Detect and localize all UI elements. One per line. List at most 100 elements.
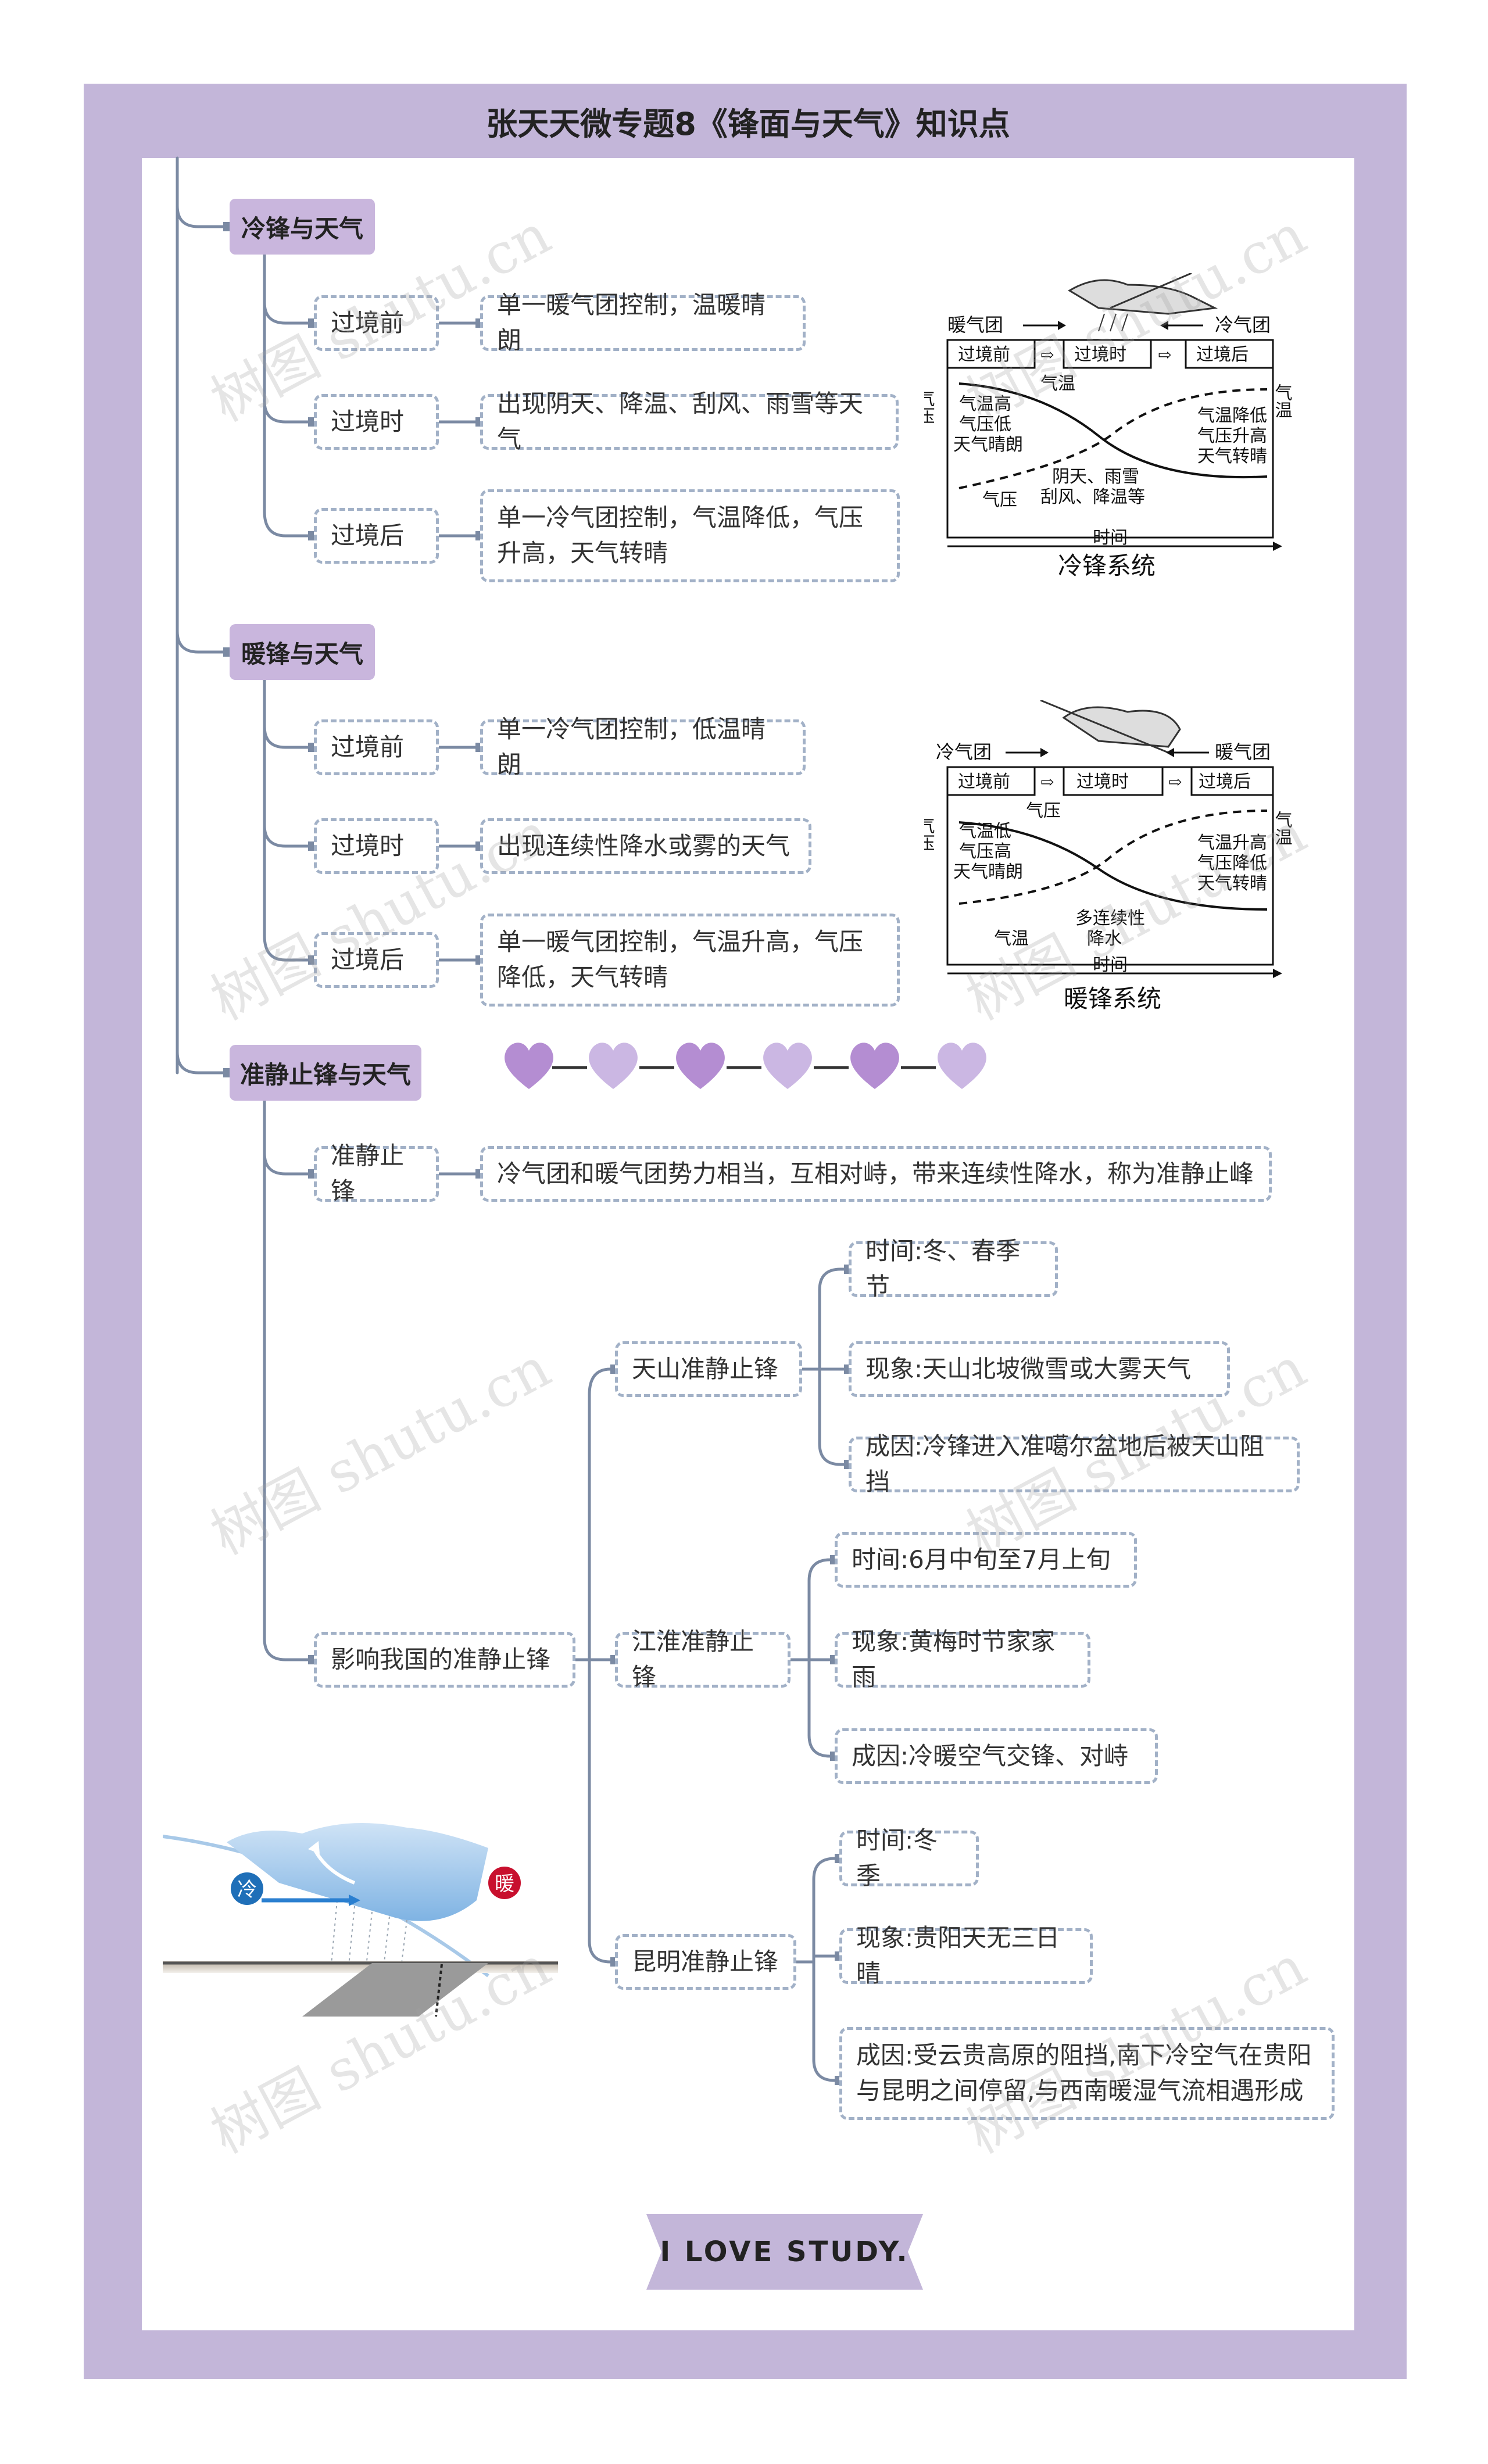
warm-desc-after[interactable]: 单一暖气团控制，气温升高，气压降低，天气转晴 bbox=[480, 914, 900, 1007]
influence-node[interactable]: 影响我国的准静止锋 bbox=[314, 1632, 575, 1688]
kunming-phenomenon-text: 现象:贵阳天无三日晴 bbox=[856, 1924, 1060, 1987]
front-kunming[interactable]: 昆明准静止锋 bbox=[615, 1934, 796, 1990]
tianshan-phenomenon[interactable]: 现象:天山北坡微雪或大雾天气 bbox=[849, 1341, 1230, 1397]
cold-stage-during-label: 过境时 bbox=[331, 407, 405, 436]
kunming-time[interactable]: 时间:冬季 bbox=[839, 1826, 979, 1890]
jianghuai-cause[interactable]: 成因:冷暖空气交锋、对峙 bbox=[835, 1728, 1158, 1784]
svg-text:⇨: ⇨ bbox=[1040, 345, 1054, 364]
jianghuai-time[interactable]: 时间:6月中旬至7月上旬 bbox=[835, 1532, 1137, 1588]
cold-right-1: 气温降低 bbox=[1197, 406, 1267, 426]
cold-right-3: 天气转晴 bbox=[1197, 446, 1267, 467]
section-cold-front-label: 冷锋与天气 bbox=[241, 214, 363, 243]
svg-text:⇨: ⇨ bbox=[1158, 345, 1171, 364]
section-warm-front-label: 暖锋与天气 bbox=[241, 639, 363, 668]
cold-desc-during[interactable]: 出现阴天、降温、刮风、雨雪等天气 bbox=[480, 389, 899, 453]
cold-diagram-pressure-curve: 气压 bbox=[982, 490, 1017, 510]
warm-stage-after-label: 过境后 bbox=[331, 945, 405, 974]
warm-desc-before-text: 单一冷气团控制，低温晴朗 bbox=[497, 715, 766, 779]
cold-left-1: 气温高 bbox=[959, 394, 1011, 414]
cold-diagram-stage-before: 过境前 bbox=[958, 345, 1010, 365]
warm-desc-before[interactable]: 单一冷气团控制，低温晴朗 bbox=[480, 715, 806, 779]
warm-left-2: 气压高 bbox=[959, 841, 1011, 862]
cold-mid-1: 阴天、雨雪 bbox=[1052, 467, 1139, 487]
warm-stage-during-label: 过境时 bbox=[331, 831, 405, 860]
warm-right-2: 气压降低 bbox=[1197, 853, 1267, 873]
warm-stage-before[interactable]: 过境前 bbox=[314, 719, 439, 775]
heart-icon bbox=[763, 1043, 812, 1089]
cold-diagram-temp-curve: 气温 bbox=[1040, 374, 1075, 394]
cold-right-2: 气压升高 bbox=[1197, 426, 1267, 446]
cold-desc-after[interactable]: 单一冷气团控制，气温降低，气压升高，天气转晴 bbox=[480, 489, 900, 582]
front-kunming-label: 昆明准静止锋 bbox=[632, 1947, 779, 1976]
tianshan-time-text: 时间:冬、春季节 bbox=[865, 1237, 1021, 1301]
tianshan-time[interactable]: 时间:冬、春季节 bbox=[849, 1237, 1058, 1301]
page-title: 张天天微专题8《锋面与天气》知识点 bbox=[486, 105, 1010, 142]
section-cold-front[interactable]: 冷锋与天气 bbox=[230, 199, 375, 255]
warm-diagram-pressure-curve: 气压 bbox=[1026, 801, 1061, 821]
front-illustration: 冷 暖 bbox=[163, 1823, 558, 2017]
warm-diagram-left-mass: 冷气团 bbox=[936, 741, 992, 763]
illustration-warm-label: 暖 bbox=[495, 1872, 514, 1896]
warm-right-1: 气温升高 bbox=[1197, 833, 1267, 853]
warm-front-diagram: 冷气团 暖气团 过境前 过境时 过境后 ⇨⇨ 气压 气温 气压 气温 气温低 气… bbox=[924, 700, 1293, 1013]
section-warm-front[interactable]: 暖锋与天气 bbox=[230, 624, 375, 680]
warm-diagram-time: 时间 bbox=[1093, 955, 1128, 975]
front-tianshan-label: 天山准静止锋 bbox=[632, 1354, 779, 1383]
warm-stage-before-label: 过境前 bbox=[331, 732, 405, 761]
jianghuai-cause-text: 成因:冷暖空气交锋、对峙 bbox=[852, 1741, 1129, 1770]
warm-right-3: 天气转晴 bbox=[1197, 873, 1267, 894]
influence-node-label: 影响我国的准静止锋 bbox=[331, 1645, 551, 1674]
cold-diagram-right-mass: 冷气团 bbox=[1215, 314, 1271, 336]
kunming-phenomenon[interactable]: 现象:贵阳天无三日晴 bbox=[839, 1924, 1093, 1987]
frame-right-bar bbox=[1354, 84, 1407, 2379]
stationary-definition[interactable]: 冷气团和暖气团势力相当，互相对峙，带来连续性降水，称为准静止峰 bbox=[480, 1146, 1272, 1202]
cold-front-diagram: 暖气团 冷气团 过境前 过境时 过境后 ⇨⇨ 气压 气温 气温 气压 气温高 气… bbox=[924, 273, 1293, 580]
warm-stage-during[interactable]: 过境时 bbox=[314, 818, 439, 874]
footer-tag: I LOVE STUDY. bbox=[646, 2214, 923, 2290]
front-tianshan[interactable]: 天山准静止锋 bbox=[615, 1341, 802, 1397]
tianshan-cause-text: 成因:冷锋进入准噶尔盆地后被天山阻挡 bbox=[865, 1432, 1265, 1496]
warm-desc-during[interactable]: 出现连续性降水或雾的天气 bbox=[480, 818, 811, 874]
warm-desc-during-text: 出现连续性降水或雾的天气 bbox=[497, 831, 791, 860]
heart-chain-decoration bbox=[505, 1043, 986, 1089]
cold-desc-before[interactable]: 单一暖气团控制，温暖晴朗 bbox=[480, 291, 806, 354]
stationary-definition-text: 冷气团和暖气团势力相当，互相对峙，带来连续性降水，称为准静止峰 bbox=[497, 1159, 1254, 1188]
frame-bottom-bar bbox=[84, 2330, 1407, 2379]
kunming-time-text: 时间:冬季 bbox=[856, 1826, 938, 1890]
cold-desc-after-text: 单一冷气团控制，气温降低，气压升高，天气转晴 bbox=[497, 503, 864, 567]
kunming-cause-text: 成因:受云贵高原的阻挡,南下冷空气在贵阳与昆明之间停留,与西南暖湿气流相遇形成 bbox=[856, 2041, 1312, 2105]
cold-diagram-stage-during: 过境时 bbox=[1074, 345, 1126, 365]
heart-icon bbox=[589, 1043, 638, 1089]
cold-mid-2: 刮风、降温等 bbox=[1040, 487, 1145, 507]
cold-diagram-stage-after: 过境后 bbox=[1196, 345, 1249, 365]
warm-desc-after-text: 单一暖气团控制，气温升高，气压降低，天气转晴 bbox=[497, 927, 864, 991]
heart-icon bbox=[850, 1043, 899, 1089]
jianghuai-phenomenon[interactable]: 现象:黄梅时节家家雨 bbox=[835, 1627, 1090, 1691]
svg-text:⇨: ⇨ bbox=[1168, 772, 1182, 792]
heart-icon bbox=[938, 1043, 986, 1089]
cold-diagram-left-mass: 暖气团 bbox=[947, 314, 1003, 336]
cold-left-3: 天气晴朗 bbox=[953, 435, 1023, 455]
cold-stage-after[interactable]: 过境后 bbox=[314, 508, 439, 564]
front-jianghuai[interactable]: 江淮准静止锋 bbox=[615, 1627, 791, 1691]
title-bar: 张天天微专题8《锋面与天气》知识点 bbox=[142, 84, 1354, 158]
jianghuai-phenomenon-text: 现象:黄梅时节家家雨 bbox=[852, 1627, 1056, 1691]
warm-diagram-stage-before: 过境前 bbox=[958, 772, 1010, 792]
warm-stage-after[interactable]: 过境后 bbox=[314, 932, 439, 988]
warm-diagram-caption: 暖锋系统 bbox=[1064, 984, 1161, 1013]
cold-stage-before[interactable]: 过境前 bbox=[314, 295, 439, 351]
warm-diagram-right-mass: 暖气团 bbox=[1215, 741, 1271, 763]
tianshan-cause[interactable]: 成因:冷锋进入准噶尔盆地后被天山阻挡 bbox=[849, 1432, 1300, 1496]
stationary-term[interactable]: 准静止锋 bbox=[314, 1141, 439, 1205]
cold-diagram-left-axis: 气压 bbox=[924, 389, 935, 424]
warm-mid-1: 多连续性 bbox=[1075, 908, 1145, 929]
cloud-icon bbox=[1068, 279, 1218, 315]
svg-text:⇨: ⇨ bbox=[1040, 772, 1054, 792]
footer-tag-text: I LOVE STUDY. bbox=[660, 2236, 910, 2268]
cold-left-2: 气压低 bbox=[959, 414, 1011, 435]
illustration-cold-label: 冷 bbox=[237, 1878, 257, 1901]
section-stationary-front[interactable]: 准静止锋与天气 bbox=[230, 1045, 421, 1101]
cold-stage-during[interactable]: 过境时 bbox=[314, 394, 439, 450]
kunming-cause[interactable]: 成因:受云贵高原的阻挡,南下冷空气在贵阳与昆明之间停留,与西南暖湿气流相遇形成 bbox=[839, 2027, 1335, 2120]
jianghuai-time-text: 时间:6月中旬至7月上旬 bbox=[852, 1545, 1111, 1574]
